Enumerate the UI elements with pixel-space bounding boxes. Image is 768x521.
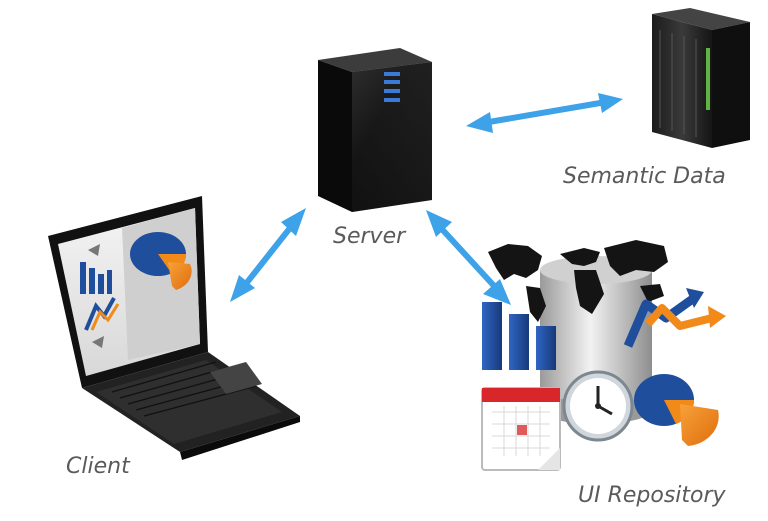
bar-chart-icon: [482, 302, 556, 370]
clock-icon: [562, 370, 634, 442]
rack-server-icon: [652, 8, 750, 148]
calendar-icon: [481, 387, 561, 471]
server-label: Server: [333, 224, 406, 249]
server-blue-leds: [384, 72, 400, 102]
laptop-bar-chart: [80, 262, 112, 294]
ui-repository-label: UI Repository: [578, 483, 726, 508]
trend-arrows-icon: [623, 288, 726, 348]
pie-chart-icon: [634, 374, 719, 446]
world-map-icon: [488, 240, 668, 322]
client-label: Client: [66, 454, 130, 479]
arrow-server-client: [230, 208, 306, 302]
laptop-pie-chart: [130, 232, 192, 290]
arrow-server-repository: [426, 210, 511, 305]
arrow-server-semantic: [466, 93, 623, 133]
laptop-icon: [48, 196, 300, 460]
server-tower-icon: [318, 48, 432, 212]
semantic-data-label: Semantic Data: [563, 164, 726, 189]
